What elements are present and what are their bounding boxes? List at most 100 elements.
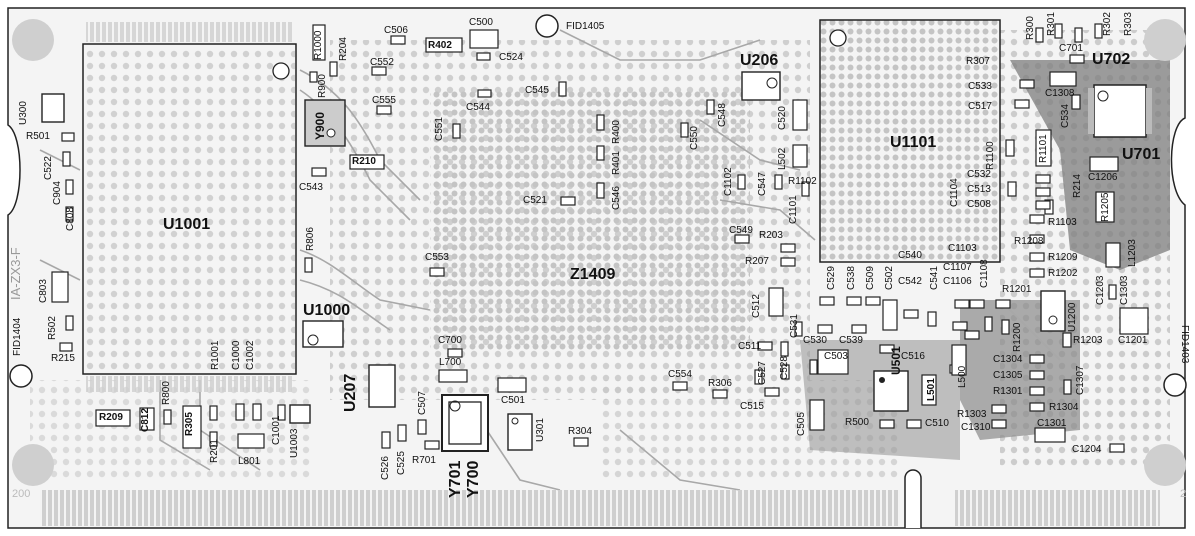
label-c1002: C1002 [245,340,256,370]
label-c1301: C1301 [1037,418,1067,429]
label-r1303: R1303 [957,409,987,420]
label-l501: L501 [926,378,937,401]
mounting-hole [1144,19,1186,61]
u1101-outline [819,19,1001,263]
label-c701: C701 [1059,43,1083,54]
label-c1101: C1101 [788,195,799,224]
label-c507: C507 [417,391,428,415]
label-c548: C548 [717,103,728,127]
label-r1208: R1208 [1014,236,1044,247]
label-c510: C510 [925,418,949,429]
label-c530: C530 [803,335,827,346]
label-c506: C506 [384,25,408,36]
label-c1303: C1303 [1119,275,1130,305]
label-c1103: C1103 [948,243,977,254]
fiducial [9,364,33,388]
label-r1201: R1201 [1002,284,1032,295]
label-r501: R501 [26,131,50,142]
label-c1310: C1310 [961,422,991,433]
label-c812: C812 [140,408,151,432]
label-c533: C533 [968,81,992,92]
label-c1305: C1305 [993,370,1023,381]
label-c528: C528 [779,356,790,380]
label-r1000: R1000 [313,30,324,60]
label-c508: C508 [967,199,991,210]
label-fid1403: FID1403 [1179,325,1190,364]
label-y701: Y701 [447,460,464,498]
label-r500: R500 [845,417,869,428]
label-c1308: C1308 [1045,88,1075,99]
label-r215: R215 [51,353,75,364]
label-c526: C526 [380,456,391,480]
label-c524: C524 [499,52,523,63]
label-c545: C545 [525,85,549,96]
mounting-hole [12,19,54,61]
label-c1106: C1106 [943,276,972,287]
label-c1102: C1102 [723,167,734,196]
edge-connector-left [40,490,900,526]
label-u702: U702 [1092,51,1131,68]
edge-connector-right [955,490,1160,526]
label-fid1404: FID1404 [12,317,23,356]
label-l500: L500 [957,365,968,388]
label-c500: C500 [469,17,493,28]
label-u1003: U1003 [289,428,300,458]
pin-number-right: 2 [1180,488,1187,500]
label-c501: C501 [501,395,525,406]
label-c542: C542 [898,276,922,287]
label-r214: R214 [1072,174,1083,198]
label-r300: R300 [1025,16,1036,40]
label-c512: C512 [751,294,762,318]
label-u1000: U1000 [303,302,351,319]
label-fid1405: FID1405 [566,21,605,32]
label-r806: R806 [305,227,316,251]
label-c531: C531 [789,314,800,338]
label-r307: R307 [966,56,990,67]
pin-number-left: 200 [12,488,31,500]
label-r204: R204 [338,37,349,61]
label-r1301: R1301 [993,386,1023,397]
label-r400: R400 [611,120,622,144]
label-c1206: C1206 [1088,172,1118,183]
label-r1102: R1102 [788,176,817,187]
label-r207: R207 [745,256,769,267]
label-r1205: R1205 [1100,192,1111,222]
label-c552: C552 [370,57,394,68]
label-c511: C511 [738,341,762,352]
label-c551: C551 [434,117,445,141]
label-u206: U206 [740,52,779,69]
label-c904: C904 [52,181,63,205]
label-l502: L502 [777,147,788,170]
label-r306: R306 [708,378,732,389]
label-r302: R302 [1102,12,1113,36]
label-c525: C525 [396,451,407,475]
label-r1100: R1100 [985,141,996,170]
label-c538: C538 [846,266,857,290]
label-r305: R305 [184,412,195,436]
label-c1107: C1107 [943,262,972,273]
label-c1304: C1304 [993,354,1023,365]
label-c505: C505 [796,412,807,436]
label-z1409: Z1409 [570,266,616,283]
label-r1101: R1101 [1038,134,1049,163]
label-r900: R900 [317,74,328,98]
label-r209: R209 [99,412,123,423]
label-c549: C549 [729,225,753,236]
label-u1200: U1200 [1067,302,1078,332]
label-r1304: R1304 [1049,402,1079,413]
label-u1101: U1101 [890,134,937,151]
label-c803: C803 [38,279,49,303]
label-c700: C700 [438,335,462,346]
label-r203: R203 [759,230,783,241]
label-c520: C520 [777,106,788,130]
label-c1201: C1201 [1118,335,1148,346]
label-c1307: C1307 [1075,365,1086,395]
label-c1203: C1203 [1095,275,1106,305]
label-r1001: R1001 [210,340,221,370]
label-r210: R210 [352,156,376,167]
label-r701: R701 [412,455,436,466]
label-c532: C532 [967,169,991,180]
connector-key-slot [904,469,922,528]
label-c808: C808 [65,207,76,231]
